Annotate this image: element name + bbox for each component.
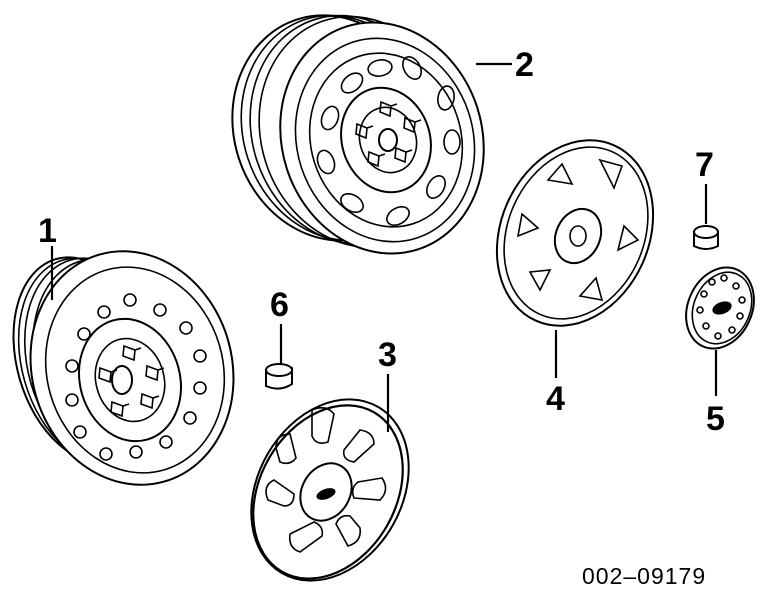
wheel-cover-4 xyxy=(495,139,655,327)
callout-7: 7 xyxy=(695,146,714,184)
lug-nut-cover-7 xyxy=(693,225,719,250)
callout-1: 1 xyxy=(38,212,57,250)
callout-5: 5 xyxy=(706,400,725,438)
callout-2: 2 xyxy=(515,46,534,84)
callout-6: 6 xyxy=(270,286,289,324)
callout-4: 4 xyxy=(546,380,565,418)
wheel-cover-3 xyxy=(250,398,410,582)
center-cap-5 xyxy=(685,266,755,350)
lug-nut-cover-6 xyxy=(265,363,293,390)
diagram-code: 002–09179 xyxy=(582,563,706,589)
callout-3: 3 xyxy=(378,336,397,374)
wheel-2 xyxy=(231,14,485,255)
wheel-1 xyxy=(12,250,235,486)
